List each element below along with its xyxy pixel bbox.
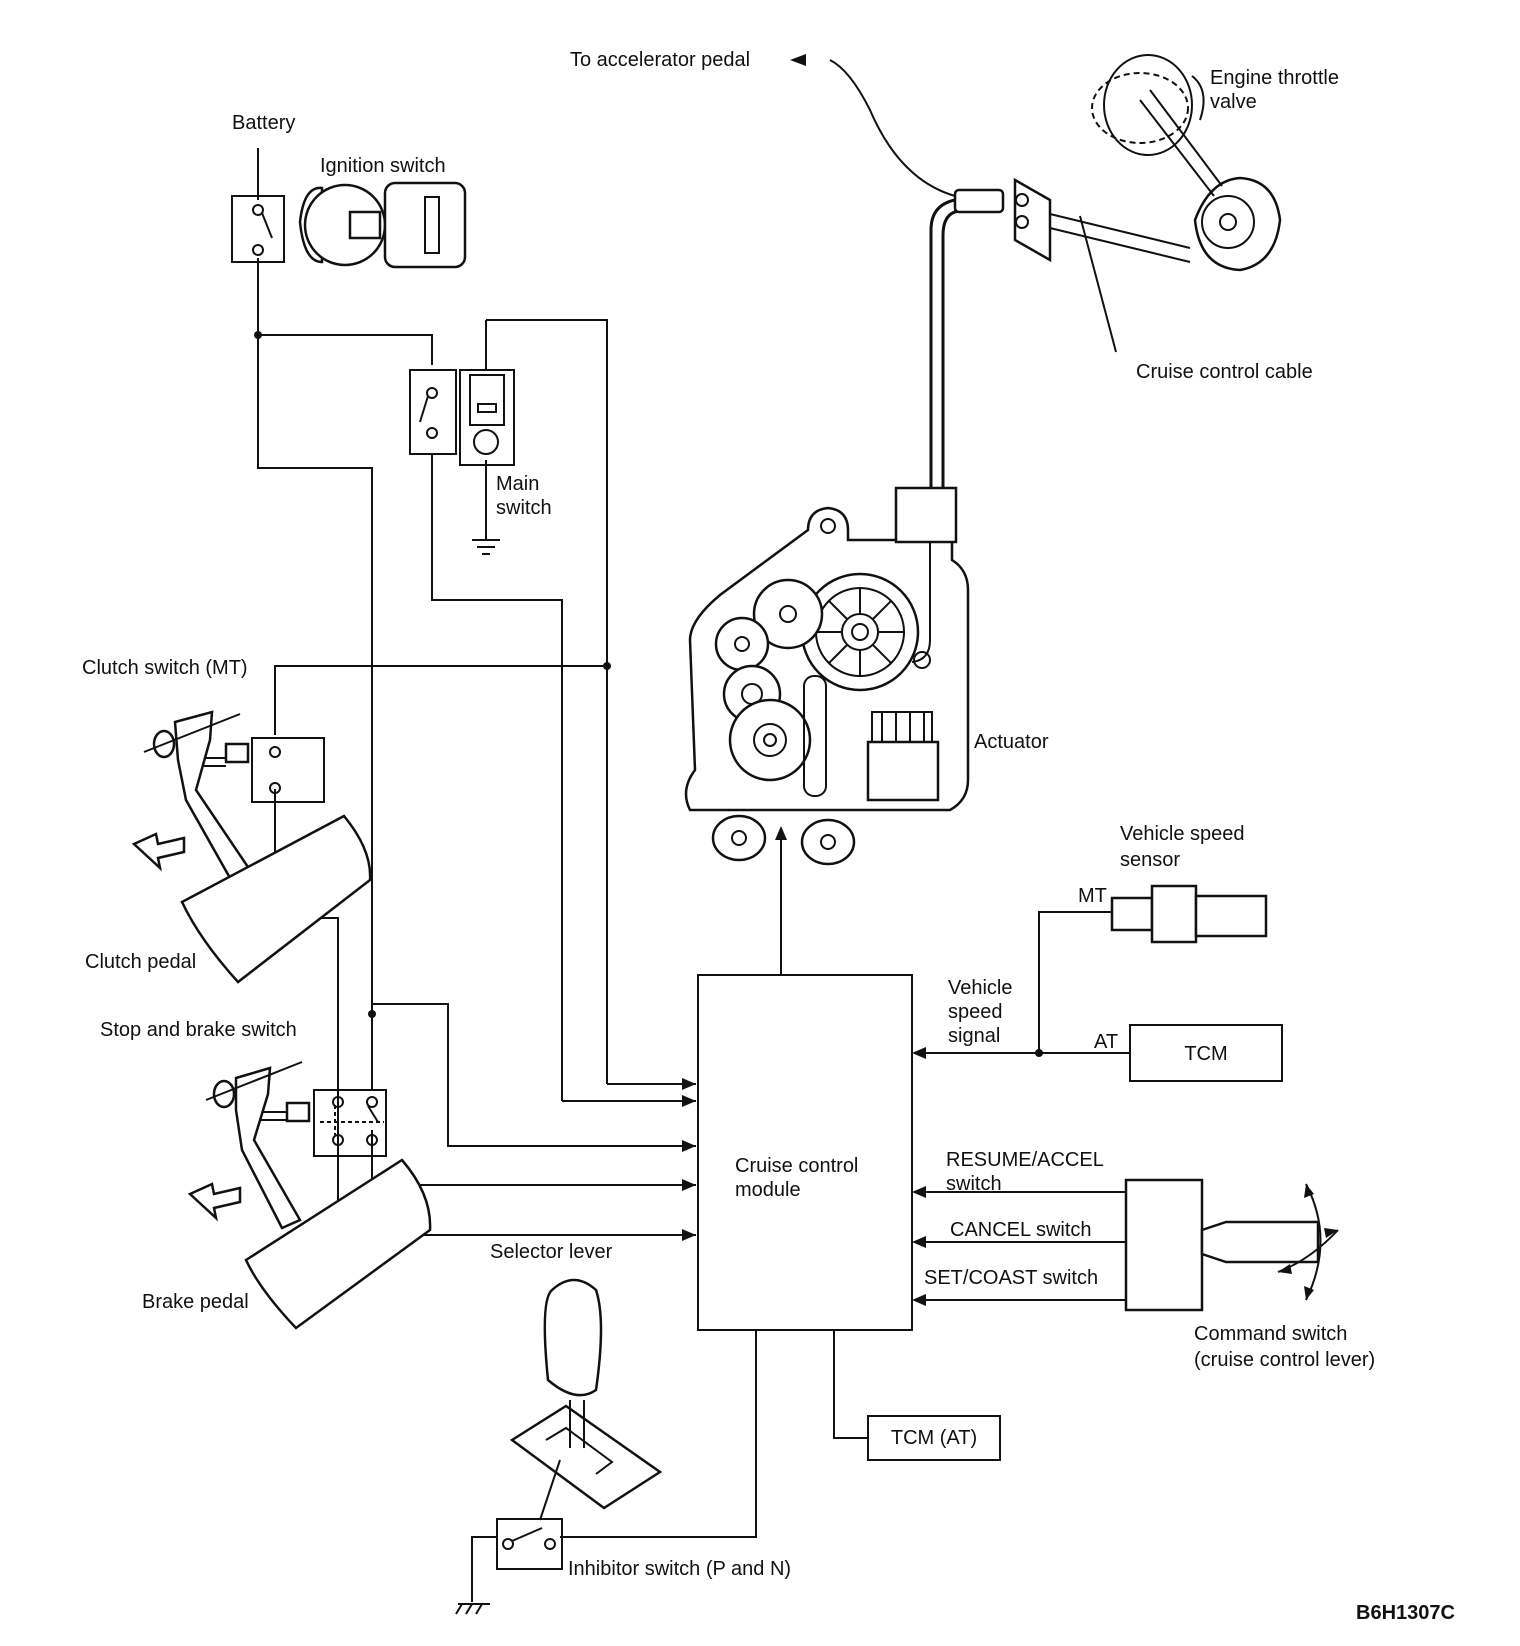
mt-label: MT (1078, 885, 1107, 907)
actuator-label: Actuator (974, 731, 1049, 753)
set-coast-switch-label: SET/COAST switch (924, 1267, 1099, 1289)
tcm-at-label: TCM (AT) (890, 1427, 978, 1449)
ignition-switch-label: Ignition switch (320, 155, 446, 177)
wiring (257, 148, 1130, 1615)
vehicle-speed-sensor-label-line1: Vehicle speed (1120, 823, 1245, 845)
diagram-code: B6H1307C (1356, 1602, 1455, 1624)
command-switch-symbol (1124, 1178, 1339, 1312)
cruise-control-module-label-line1: Cruise control (735, 1155, 859, 1177)
stop-brake-switch-label: Stop and brake switch (100, 1019, 297, 1041)
inhibitor-switch-label: Inhibitor switch (P and N) (568, 1558, 792, 1580)
clutch-switch-label: Clutch switch (MT) (82, 657, 248, 679)
main-switch-label-line1: Main (496, 473, 540, 495)
cancel-switch-label: CANCEL switch (950, 1219, 1092, 1241)
actuator-body (684, 486, 970, 866)
battery-label: Battery (232, 112, 296, 134)
wire-junctions (254, 331, 1043, 1057)
selector-lever-label: Selector lever (490, 1241, 613, 1263)
main-switch-symbol (409, 369, 515, 466)
tcm-boxes (867, 1024, 1283, 1461)
resume-accel-switch-label-line1: RESUME/ACCEL (946, 1149, 1104, 1171)
cruise-control-cable-label: Cruise control cable (1136, 361, 1313, 383)
engine-throttle-valve-label-line2: valve (1210, 91, 1257, 113)
main-switch-label-line2: switch (496, 497, 552, 519)
ignition-switch-symbol (231, 181, 467, 269)
command-switch-label-line2: (cruise control lever) (1194, 1349, 1376, 1371)
selector-lever-and-inhibitor (496, 1278, 663, 1570)
resume-accel-switch-label-line2: switch (946, 1173, 1002, 1195)
clutch-pedal-label: Clutch pedal (85, 951, 197, 973)
signal-arrows (682, 826, 926, 1306)
cruise-control-module-box (697, 974, 913, 1331)
throttle-and-cable (790, 54, 1282, 490)
cruise-control-module-label-line2: module (735, 1179, 801, 1201)
vehicle-speed-signal-label-line2: speed (948, 1001, 1003, 1023)
stop-brake-switch-and-pedal (187, 1061, 432, 1330)
clutch-switch-and-pedal (131, 710, 372, 984)
tcm-label: TCM (1184, 1043, 1228, 1065)
brake-pedal-label: Brake pedal (142, 1291, 249, 1313)
vehicle-speed-sensor-symbol (1110, 884, 1268, 944)
at-label: AT (1094, 1031, 1119, 1053)
command-switch-label-line1: Command switch (1194, 1323, 1348, 1345)
vehicle-speed-signal-label-line1: Vehicle (948, 977, 1013, 999)
engine-throttle-valve-label-line1: Engine throttle (1210, 67, 1339, 89)
to-accelerator-pedal-label: To accelerator pedal (570, 49, 751, 71)
vehicle-speed-signal-label-line3: signal (948, 1025, 1001, 1047)
vehicle-speed-sensor-label-line2: sensor (1120, 849, 1181, 871)
